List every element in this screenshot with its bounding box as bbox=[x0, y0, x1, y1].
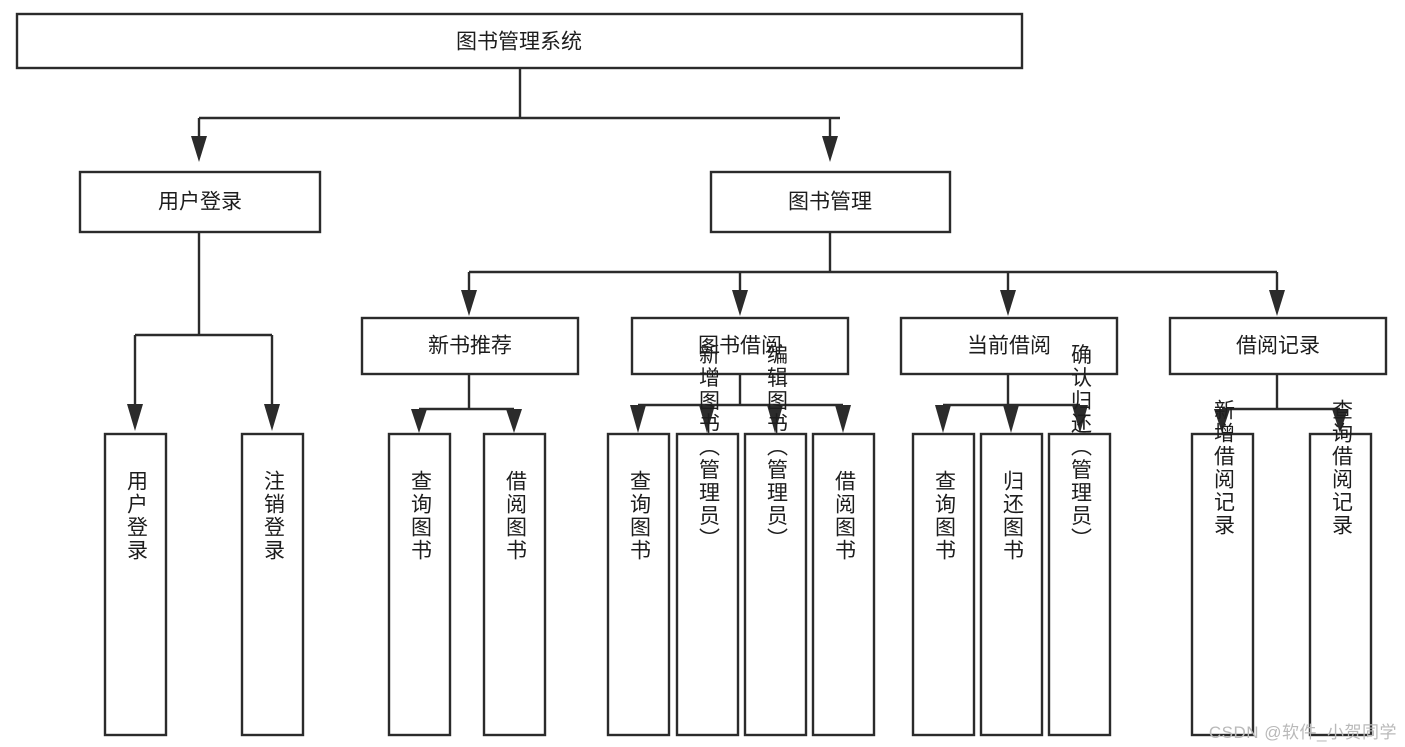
node-leaf-borrow-record-1[interactable]: 新增借阅记录 bbox=[1190, 399, 1255, 737]
node-leaf-book-borrow-4-box[interactable] bbox=[811, 432, 876, 737]
connector-current-borrow-to-leaves bbox=[935, 374, 1088, 433]
arrow-leaf-c2 bbox=[1003, 405, 1019, 433]
node-leaf-current-borrow-3-label: 确认归还（管理员） bbox=[1069, 344, 1093, 551]
arrow-leaf-b3 bbox=[767, 405, 783, 433]
node-current-borrow-label: 当前借阅 bbox=[967, 335, 1051, 358]
node-borrow-record-label: 借阅记录 bbox=[1236, 335, 1320, 358]
node-leaf-user-login-1-label: 用户登录 bbox=[125, 470, 149, 562]
node-leaf-user-login-2-label: 注销登录 bbox=[262, 470, 286, 562]
node-leaf-current-borrow-1-label: 查询图书 bbox=[933, 470, 957, 562]
node-leaf-book-borrow-2-box[interactable] bbox=[675, 432, 740, 737]
node-leaf-current-borrow-3-box[interactable] bbox=[1047, 432, 1112, 737]
connector-user-login-to-leaves bbox=[127, 232, 280, 431]
node-leaf-borrow-record-1-label: 新增借阅记录 bbox=[1212, 399, 1236, 537]
node-leaf-new-book-2-box[interactable] bbox=[482, 432, 547, 737]
node-new-book-recommend[interactable]: 新书推荐 bbox=[360, 316, 580, 376]
node-leaf-book-borrow-2[interactable]: 新增图书（管理员） bbox=[675, 344, 740, 737]
node-leaf-new-book-1-label: 查询图书 bbox=[409, 470, 433, 562]
arrow-leaf-n1 bbox=[411, 409, 427, 433]
node-leaf-borrow-record-1-box[interactable] bbox=[1190, 432, 1255, 737]
node-root-label: 图书管理系统 bbox=[456, 31, 582, 54]
node-leaf-book-borrow-2-label: 新增图书（管理员） bbox=[697, 344, 721, 551]
node-leaf-new-book-2[interactable]: 借阅图书 bbox=[482, 432, 547, 737]
node-current-borrow-box[interactable] bbox=[899, 316, 1119, 376]
node-leaf-current-borrow-2-label: 归还图书 bbox=[1001, 470, 1025, 562]
arrow-leaf-n2 bbox=[506, 409, 522, 433]
arrow-leaf-u2 bbox=[264, 404, 280, 431]
node-leaf-current-borrow-2[interactable]: 归还图书 bbox=[979, 432, 1044, 737]
connector-book-mgmt-to-level3 bbox=[461, 232, 1285, 316]
node-book-management[interactable]: 图书管理 bbox=[709, 170, 952, 234]
node-leaf-book-borrow-1[interactable]: 查询图书 bbox=[606, 432, 671, 737]
node-leaf-new-book-1-box[interactable] bbox=[387, 432, 452, 737]
node-root[interactable]: 图书管理系统 bbox=[15, 12, 1024, 70]
node-user-login[interactable]: 用户登录 bbox=[78, 170, 322, 234]
node-leaf-book-borrow-3-label: 编辑图书（管理员） bbox=[765, 344, 789, 551]
arrow-leaf-c3 bbox=[1072, 405, 1088, 433]
node-new-book-recommend-box[interactable] bbox=[360, 316, 580, 376]
node-leaf-current-borrow-2-box[interactable] bbox=[979, 432, 1044, 737]
connector-root-to-level2 bbox=[191, 68, 840, 162]
node-leaf-book-borrow-1-box[interactable] bbox=[606, 432, 671, 737]
connector-borrow-record-to-leaves bbox=[1214, 374, 1348, 433]
node-leaf-book-borrow-1-label: 查询图书 bbox=[628, 470, 652, 562]
node-leaf-borrow-record-2-box[interactable] bbox=[1308, 432, 1373, 737]
arrow-leaf-u1 bbox=[127, 404, 143, 431]
arrow-leaf-r2 bbox=[1332, 409, 1348, 433]
node-book-management-box[interactable] bbox=[709, 170, 952, 234]
node-leaf-current-borrow-1-box[interactable] bbox=[911, 432, 976, 737]
node-borrow-record-box[interactable] bbox=[1168, 316, 1388, 376]
node-leaf-new-book-2-label: 借阅图书 bbox=[504, 470, 528, 562]
arrow-book-borrow bbox=[732, 290, 748, 316]
node-book-borrow-label: 图书借阅 bbox=[698, 335, 782, 358]
node-leaf-new-book-1[interactable]: 查询图书 bbox=[387, 432, 452, 737]
node-leaf-book-borrow-4-label: 借阅图书 bbox=[833, 470, 857, 562]
arrow-new-book bbox=[461, 290, 477, 316]
node-book-borrow[interactable]: 图书借阅 bbox=[630, 316, 850, 376]
node-leaf-current-borrow-3[interactable]: 确认归还（管理员） bbox=[1047, 344, 1112, 737]
arrow-borrow-record bbox=[1269, 290, 1285, 316]
arrow-leaf-r1 bbox=[1214, 409, 1230, 433]
node-book-management-label: 图书管理 bbox=[788, 191, 872, 214]
arrow-leaf-b4 bbox=[835, 405, 851, 433]
arrow-leaf-c1 bbox=[935, 405, 951, 433]
node-leaf-user-login-2[interactable]: 注销登录 bbox=[240, 432, 305, 737]
node-leaf-current-borrow-1[interactable]: 查询图书 bbox=[911, 432, 976, 737]
arrow-leaf-b2 bbox=[699, 405, 715, 433]
node-leaf-book-borrow-3[interactable]: 编辑图书（管理员） bbox=[743, 344, 808, 737]
arrow-user-login bbox=[191, 136, 207, 162]
node-leaf-user-login-1-box[interactable] bbox=[103, 432, 168, 737]
node-leaf-borrow-record-2[interactable]: 查询借阅记录 bbox=[1308, 399, 1373, 737]
connector-new-book-to-leaves bbox=[411, 374, 522, 433]
arrow-book-mgmt bbox=[822, 136, 838, 162]
node-leaf-user-login-1[interactable]: 用户登录 bbox=[103, 432, 168, 737]
node-book-borrow-box[interactable] bbox=[630, 316, 850, 376]
node-borrow-record[interactable]: 借阅记录 bbox=[1168, 316, 1388, 376]
node-user-login-label: 用户登录 bbox=[158, 191, 242, 214]
node-leaf-user-login-2-box[interactable] bbox=[240, 432, 305, 737]
node-root-box[interactable] bbox=[15, 12, 1024, 70]
node-leaf-borrow-record-2-label: 查询借阅记录 bbox=[1330, 399, 1354, 537]
arrow-leaf-b1 bbox=[630, 405, 646, 433]
node-user-login-box[interactable] bbox=[78, 170, 322, 234]
arrow-current-borrow bbox=[1000, 290, 1016, 316]
node-current-borrow[interactable]: 当前借阅 bbox=[899, 316, 1119, 376]
node-new-book-recommend-label: 新书推荐 bbox=[428, 335, 512, 358]
connector-book-borrow-to-leaves bbox=[630, 374, 851, 433]
node-leaf-book-borrow-3-box[interactable] bbox=[743, 432, 808, 737]
node-leaf-book-borrow-4[interactable]: 借阅图书 bbox=[811, 432, 876, 737]
